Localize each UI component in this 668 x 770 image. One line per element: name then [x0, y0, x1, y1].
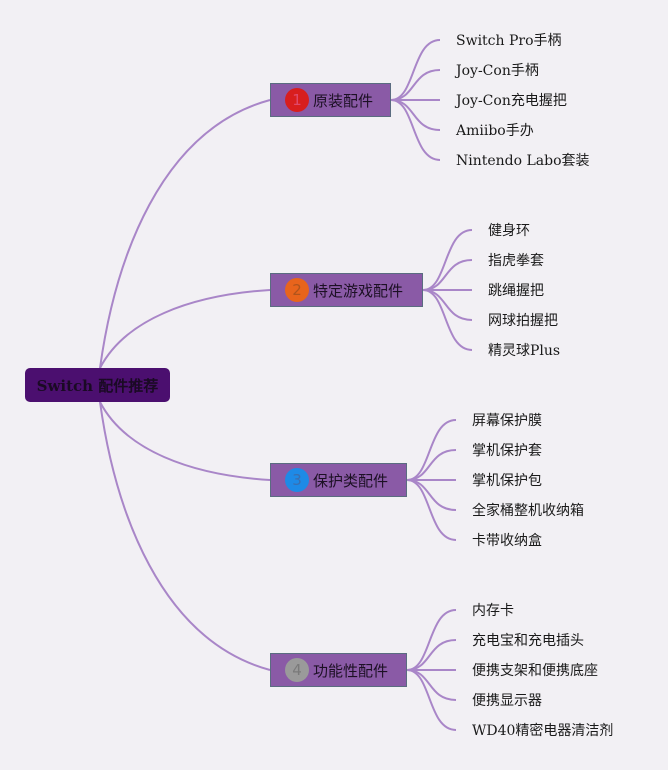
leaf-item[interactable]: Joy-Con充电握把 [456, 93, 567, 109]
connector-line [406, 479, 457, 511]
leaf-item[interactable]: WD40精密电器清洁剂 [472, 723, 614, 739]
number-badge-2-icon: 2 [285, 278, 309, 302]
category-node-functional[interactable]: 4 功能性配件 [270, 653, 407, 687]
leaf-item[interactable]: 精灵球Plus [488, 343, 561, 359]
category-node-protection[interactable]: 3 保护类配件 [270, 463, 407, 497]
connector-line [390, 39, 441, 101]
leaf-item[interactable]: 便携支架和便携底座 [472, 663, 598, 679]
connector-line [422, 259, 473, 291]
category-label: 功能性配件 [313, 661, 389, 680]
leaf-item[interactable]: Switch Pro手柄 [456, 33, 562, 49]
category-label: 保护类配件 [313, 471, 389, 490]
category-node-game-specific[interactable]: 2 特定游戏配件 [270, 273, 423, 307]
connector-line [406, 479, 457, 541]
connector-line [99, 401, 271, 481]
leaf-item[interactable]: 便携显示器 [472, 693, 542, 709]
connector-line [406, 449, 457, 481]
connector-line [390, 99, 441, 161]
leaf-item[interactable]: Nintendo Labo套装 [456, 153, 590, 169]
root-node[interactable]: Switch 配件推荐 [25, 368, 170, 402]
leaf-item[interactable]: Amiibo手办 [456, 123, 534, 139]
category-label: 特定游戏配件 [313, 281, 404, 300]
leaf-item[interactable]: Joy-Con手柄 [456, 63, 539, 79]
leaf-item[interactable]: 掌机保护包 [472, 473, 542, 489]
connector-line [422, 289, 473, 321]
category-label: 原装配件 [313, 91, 374, 110]
connector-line [99, 99, 271, 369]
root-label: Switch 配件推荐 [36, 376, 159, 395]
connector-line [406, 669, 457, 701]
leaf-item[interactable]: 内存卡 [472, 603, 514, 619]
leaf-item[interactable]: 网球拍握把 [488, 313, 558, 329]
connector-line [99, 289, 271, 369]
connector-line [406, 639, 457, 671]
connector-line [390, 99, 441, 131]
connector-line [406, 669, 457, 731]
leaf-item[interactable]: 指虎拳套 [488, 253, 544, 269]
leaf-item[interactable]: 跳绳握把 [488, 283, 544, 299]
connector-line [406, 609, 457, 671]
number-badge-1-icon: 1 [285, 88, 309, 112]
leaf-item[interactable]: 全家桶整机收纳箱 [472, 503, 584, 519]
connector-line [422, 229, 473, 291]
connector-line [406, 419, 457, 481]
leaf-item[interactable]: 健身环 [488, 223, 530, 239]
leaf-item[interactable]: 卡带收纳盒 [472, 533, 542, 549]
number-badge-4-icon: 4 [285, 658, 309, 682]
leaf-item[interactable]: 充电宝和充电插头 [472, 633, 584, 649]
leaf-item[interactable]: 屏幕保护膜 [472, 413, 542, 429]
connector-line [422, 289, 473, 351]
connector-line [390, 69, 441, 101]
category-node-original[interactable]: 1 原装配件 [270, 83, 391, 117]
connector-line [99, 401, 271, 671]
leaf-item[interactable]: 掌机保护套 [472, 443, 542, 459]
number-badge-3-icon: 3 [285, 468, 309, 492]
